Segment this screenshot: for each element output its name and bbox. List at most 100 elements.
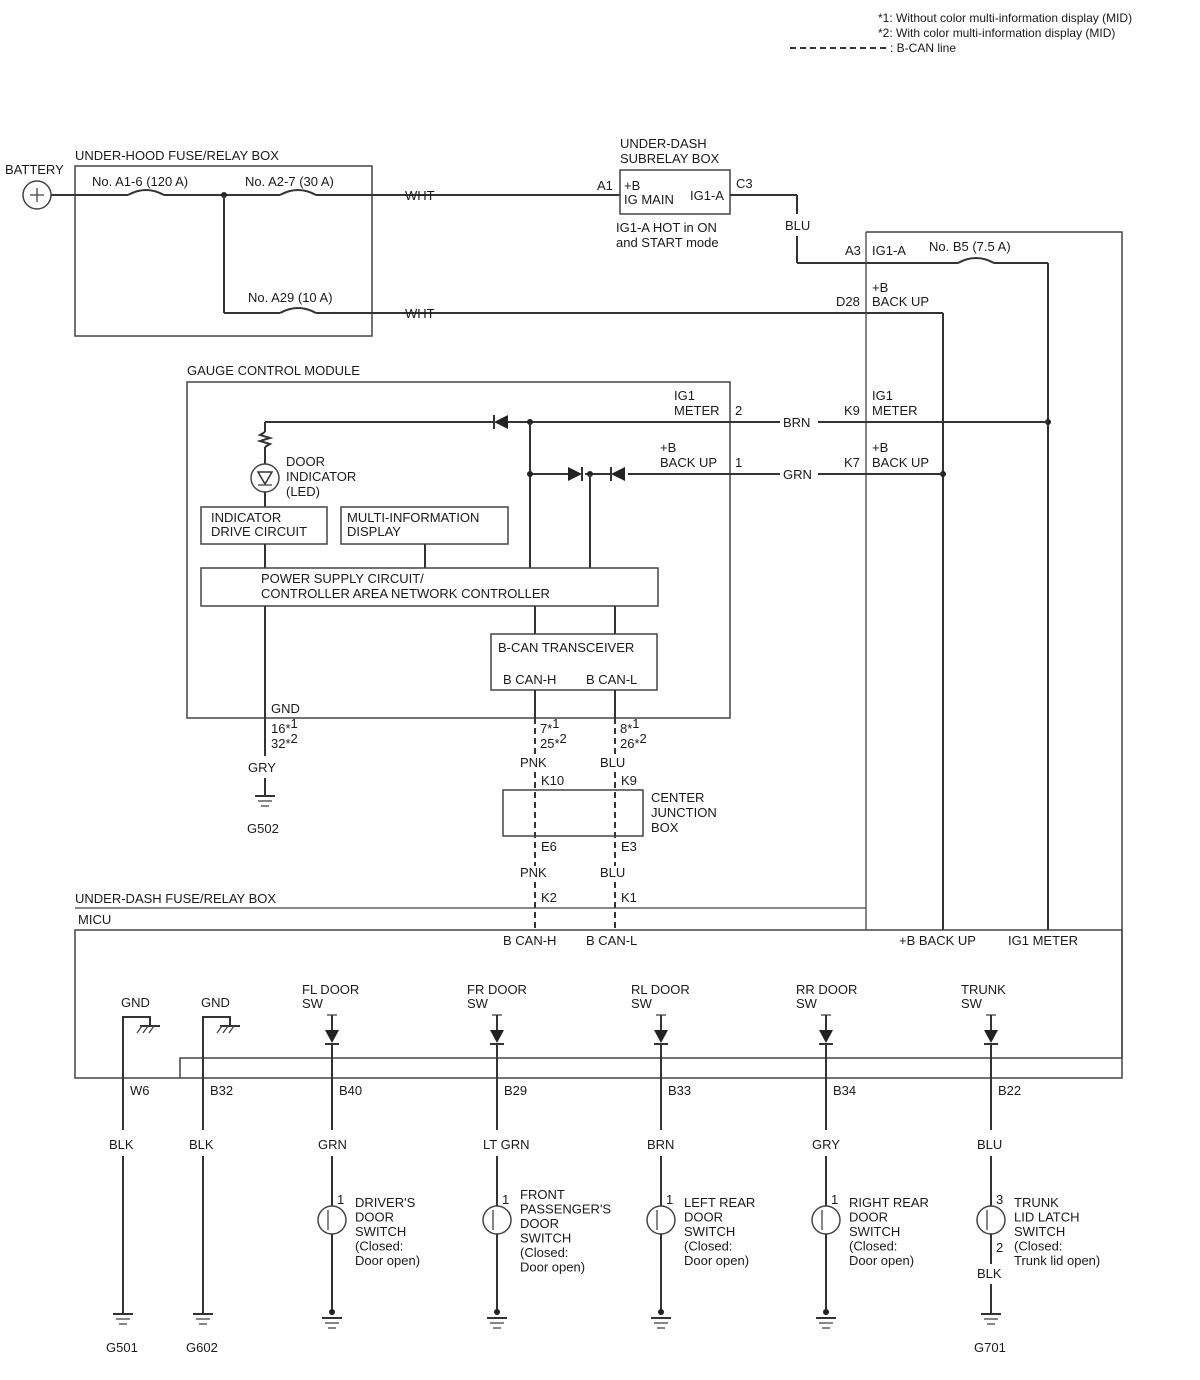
micu-gnd-1: GND xyxy=(121,995,150,1010)
junction-label-2: JUNCTION xyxy=(651,805,717,820)
branch-b33-junction-dot xyxy=(658,1309,664,1315)
fuse-a1-6-icon xyxy=(127,189,165,196)
gauge-gnd-label: GND xyxy=(271,701,300,716)
junction-pin-e6: E6 xyxy=(541,839,557,854)
branch-b22-switch-pin-2: 2 xyxy=(996,1240,1003,1255)
branch-b40-switch-label-3: SWITCH xyxy=(355,1224,406,1239)
legend-bcan: : B-CAN line xyxy=(890,41,956,55)
power-supply-circuit xyxy=(200,567,659,607)
subrelay-note-2: and START mode xyxy=(616,235,719,250)
branch-b34-switch-label-2: DOOR xyxy=(849,1210,888,1225)
branch-b40-wire-color: GRN xyxy=(318,1137,347,1152)
ground-g502: GRY G502 xyxy=(247,718,279,836)
branch-b22-label-2: SW xyxy=(961,996,983,1011)
branch-w6-ground-label: G501 xyxy=(106,1340,138,1355)
branch-b29-switch-icon xyxy=(482,1205,512,1235)
branch-b32-wire-color: BLK xyxy=(189,1137,214,1152)
branch-b29-diode-icon xyxy=(490,1030,504,1043)
branch-b33-switch-icon xyxy=(646,1205,676,1235)
fuse-a29-icon xyxy=(279,307,317,314)
junction-pin-e3: E3 xyxy=(621,839,637,854)
wire-gry: GRY xyxy=(248,760,276,775)
canh-pin-1: 7*1 xyxy=(540,716,560,736)
branch-b29-label-2: SW xyxy=(467,996,489,1011)
junction-pin-k10: K10 xyxy=(541,773,564,788)
branch-b33-label-1: RL DOOR xyxy=(631,982,690,997)
center-junction-box: K10 K9 E6 E3 CENTER JUNCTION BOX xyxy=(502,773,717,854)
branch-b29-switch-label-4: SWITCH xyxy=(520,1231,571,1246)
micu-backup: +B BACK UP xyxy=(899,933,976,948)
door-indicator-label-1: DOOR xyxy=(286,454,325,469)
wire-blu-1: BLU xyxy=(600,755,625,770)
diode-ig1-backup-icon xyxy=(568,467,582,481)
branch-b22-label-1: TRUNK xyxy=(961,982,1006,997)
branch-b34-pin: B34 xyxy=(833,1083,856,1098)
gauge-ig1: IG1 xyxy=(674,388,695,403)
branch-b33-switch-pin: 1 xyxy=(666,1192,673,1207)
branch-b29-switch-label-5: (Closed: xyxy=(520,1245,568,1260)
door-indicator-led-icon xyxy=(250,463,280,493)
door-indicator-label-3: (LED) xyxy=(286,484,320,499)
branch-b33-switch-label-1: LEFT REAR xyxy=(684,1195,755,1210)
door-indicator-label-2: INDICATOR xyxy=(286,469,356,484)
wire-blu-2: BLU xyxy=(600,865,625,880)
branch-b40-junction-dot xyxy=(329,1309,335,1315)
branch-b34-label-2: SW xyxy=(796,996,818,1011)
branch-b40-switch-label-4: (Closed: xyxy=(355,1239,403,1254)
branch-b29-switch-pin: 1 xyxy=(502,1192,509,1207)
junction-label-1: CENTER xyxy=(651,790,704,805)
pin-a3: A3 xyxy=(845,243,861,258)
micu-title: MICU xyxy=(78,912,111,927)
branch-b33-switch-label-3: SWITCH xyxy=(684,1224,735,1239)
mid-label-1: MULTI-INFORMATION xyxy=(347,510,479,525)
branch-b33-diode-icon xyxy=(654,1030,668,1043)
subrelay-ig-main: IG MAIN xyxy=(624,192,674,207)
junction-pin-k9: K9 xyxy=(621,773,637,788)
branch-b40-switch-pin: 1 xyxy=(337,1192,344,1207)
branch-b34-switch-label-5: Door open) xyxy=(849,1253,914,1268)
micu-gnd-2: GND xyxy=(201,995,230,1010)
branch-b40-switch-icon xyxy=(317,1205,347,1235)
branch-b40-switch-label-1: DRIVER'S xyxy=(355,1195,416,1210)
micu-box: UNDER-DASH FUSE/RELAY BOX MICU K2 K1 B C… xyxy=(74,890,1123,1130)
branch-b34-switch-label-3: SWITCH xyxy=(849,1224,900,1239)
branch-b34-label-1: RR DOOR xyxy=(796,982,857,997)
branch-b40-diode-icon xyxy=(325,1030,339,1043)
fuse-a2-7-label: No. A2-7 (30 A) xyxy=(245,174,334,189)
branch-b29-switch-label-6: Door open) xyxy=(520,1260,585,1275)
branch-b22-wire-color-2: BLK xyxy=(977,1266,1002,1281)
bcan-transceiver xyxy=(490,633,658,691)
branch-b40-label-1: FL DOOR xyxy=(302,982,359,997)
subrelay-plus-b: +B xyxy=(624,178,640,193)
resistor-icon xyxy=(256,431,274,448)
indicator-drive-label-1: INDICATOR xyxy=(211,510,281,525)
gauge-canl-label: B CAN-L xyxy=(586,672,637,687)
branch-b29-junction-dot xyxy=(494,1309,500,1315)
gauge-title: GAUGE CONTROL MODULE xyxy=(187,363,360,378)
branch-b32-ground-label: G602 xyxy=(186,1340,218,1355)
micu-pin-k1: K1 xyxy=(621,890,637,905)
label-backup: BACK UP xyxy=(872,294,929,309)
wire-pnk-1: PNK xyxy=(520,755,547,770)
subrelay-note-1: IG1-A HOT in ON xyxy=(616,220,717,235)
branch-b33-switch-label-4: (Closed: xyxy=(684,1239,732,1254)
subrelay-pin-a1: A1 xyxy=(597,178,613,193)
label-ig1a: IG1-A xyxy=(872,243,906,258)
fuse-b5-icon xyxy=(957,257,995,264)
branch-b33-label-2: SW xyxy=(631,996,653,1011)
micu-canh: B CAN-H xyxy=(503,933,556,948)
branch-b22-switch-icon xyxy=(976,1205,1006,1235)
branch-b22-pin: B22 xyxy=(998,1083,1021,1098)
underdash-box-title: UNDER-DASH FUSE/RELAY BOX xyxy=(75,891,276,906)
branch-b22-switch-label-3: SWITCH xyxy=(1014,1224,1065,1239)
gauge-canh-label: B CAN-H xyxy=(503,672,556,687)
diode-ig1-icon xyxy=(494,415,508,429)
branch-b34-diode-icon xyxy=(819,1030,833,1043)
legend-note-1: *1: Without color multi-information disp… xyxy=(878,11,1132,25)
wire-brn: BRN xyxy=(783,415,810,430)
branch-b22-switch-label-2: LID LATCH xyxy=(1014,1210,1080,1225)
branch-b29-switch-label-2: PASSENGER'S xyxy=(520,1202,611,1217)
branch-b33-switch-label-2: DOOR xyxy=(684,1210,723,1225)
